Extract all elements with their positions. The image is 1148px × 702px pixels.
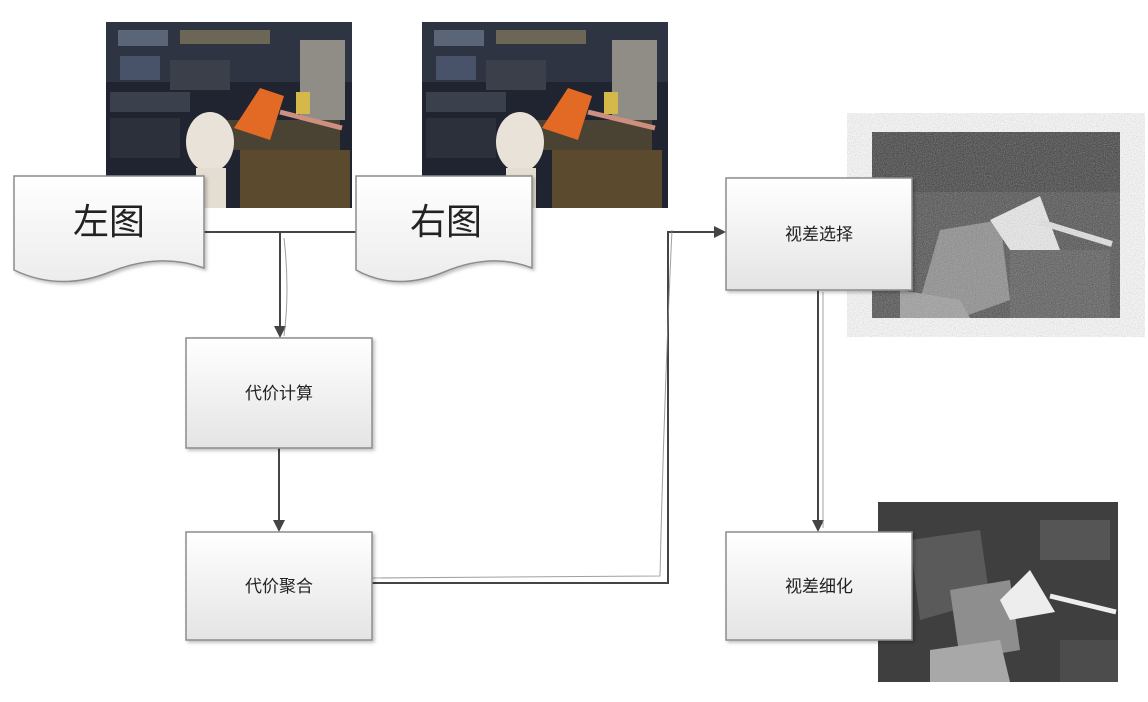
cost-aggregation-label: 代价聚合 [245,577,313,597]
disparity-refinement-label: 视差细化 [785,577,853,597]
stereo-right-photo [422,22,668,208]
disparity-selection-label: 视差选择 [785,225,853,245]
raw-disparity-map [872,132,1120,318]
connectors [204,226,824,584]
cost-aggregation-box [185,531,373,641]
left-image-label: 左图 [73,202,145,243]
cost-computation-box [185,337,373,449]
refined-disparity-map [878,502,1118,682]
stereo-left-photo [106,22,352,208]
left-image-node [13,175,205,283]
cost-computation-label: 代价计算 [245,384,313,404]
disparity-refinement-box [725,531,913,641]
right-image-node [355,175,533,283]
right-image-label: 右图 [410,202,482,243]
connector-aggregation-to-selection [370,226,726,584]
disparity-selection-box [725,177,913,291]
